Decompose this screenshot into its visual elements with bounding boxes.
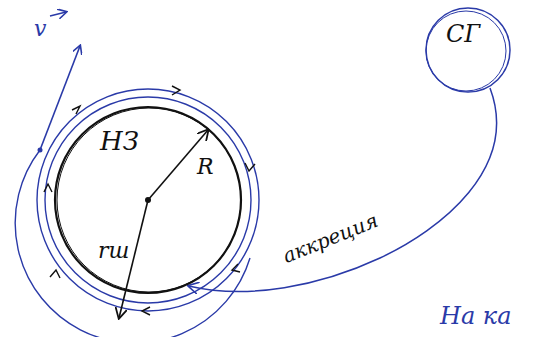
label: rш — [98, 240, 129, 262]
companion-circle: СГ — [424, 6, 512, 94]
vector-mark — [50, 12, 66, 16]
accretion-stream — [189, 88, 497, 291]
label: v — [34, 18, 46, 40]
edge-label: аккреция — [277, 208, 382, 268]
velocity-vector — [40, 46, 80, 150]
node-label: НЗ — [100, 128, 139, 154]
label: На ка — [440, 304, 512, 328]
label: R — [197, 156, 214, 178]
flow-chevrons — [44, 86, 255, 315]
node-label: СГ — [446, 22, 480, 46]
spiral — [15, 150, 250, 337]
star-circle: НЗ — [53, 105, 243, 295]
